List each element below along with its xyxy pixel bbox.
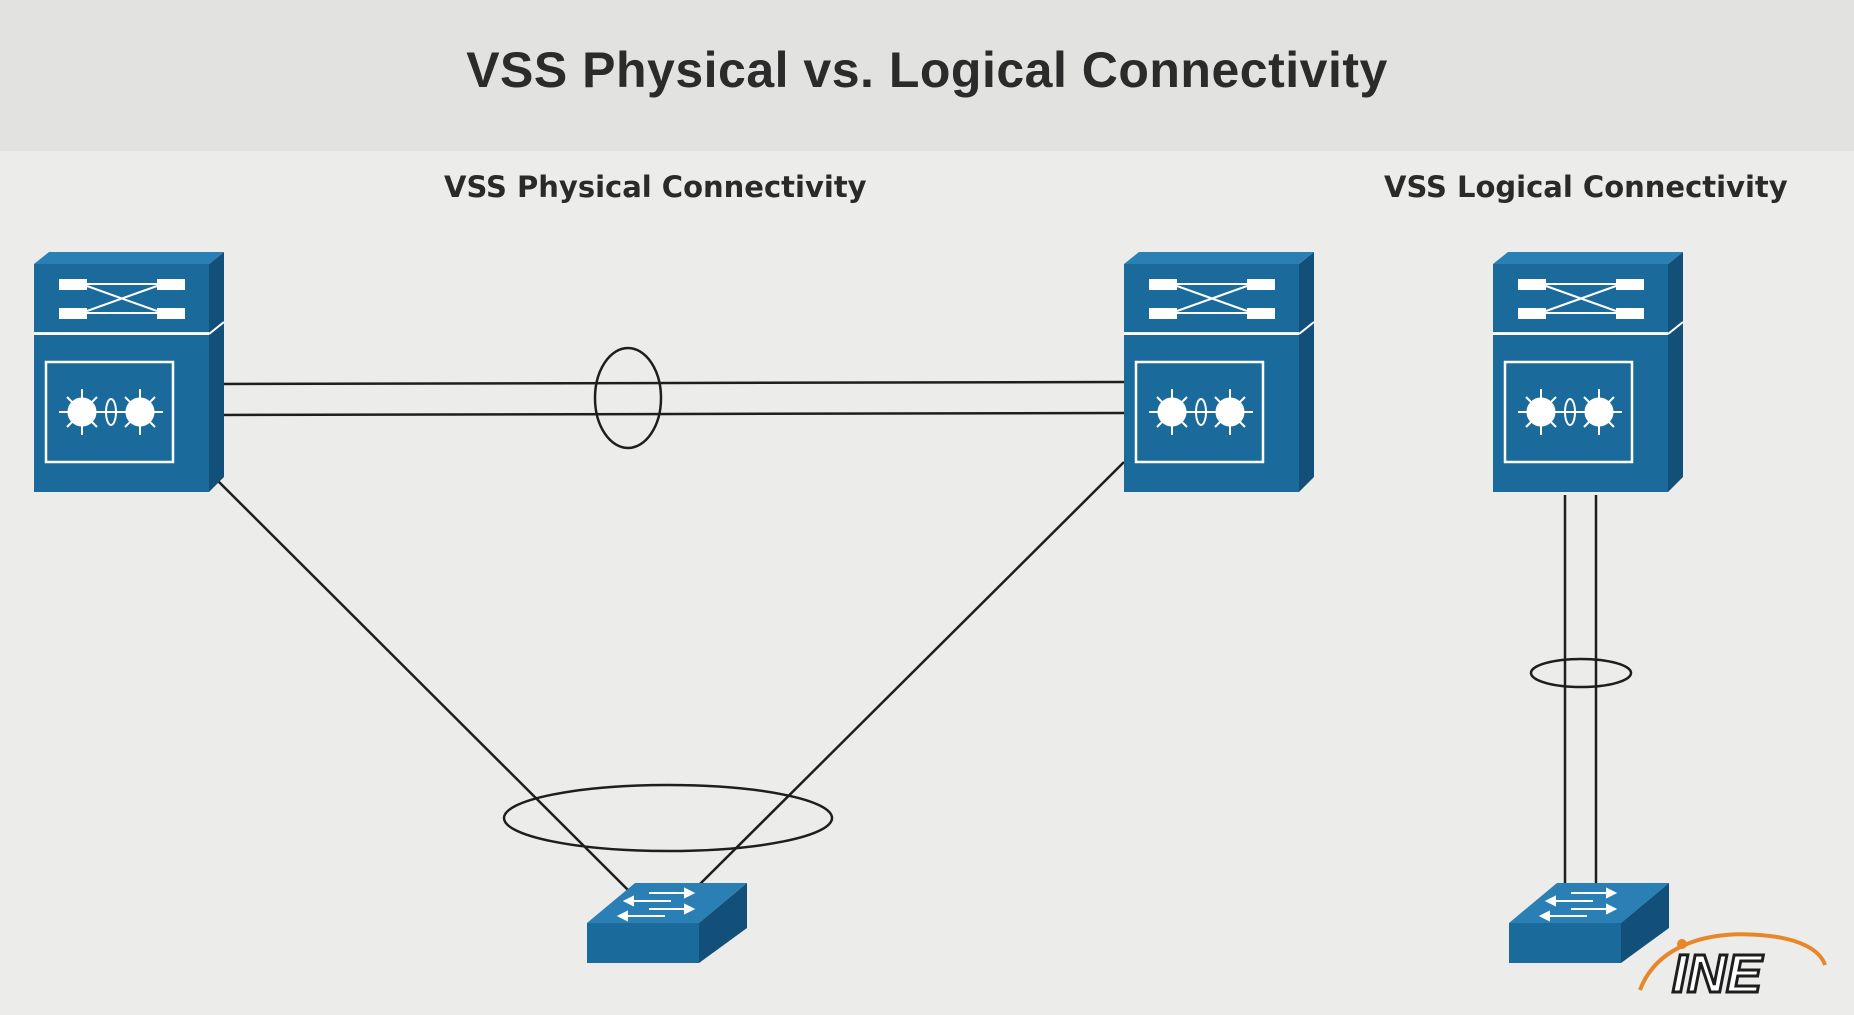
- vss-core-switch-icon-right: [1122, 250, 1316, 494]
- vss-core-switch-icon-logical: [1491, 250, 1685, 494]
- access-switch-icon-physical: [586, 882, 748, 964]
- uplink-left: [211, 474, 629, 891]
- vsl-link-2: [211, 411, 1125, 417]
- slide-title: VSS Physical vs. Logical Connectivity: [466, 41, 1388, 98]
- physical-connectivity-label: VSS Physical Connectivity: [444, 170, 867, 204]
- vsl-link-1: [211, 380, 1125, 386]
- title-bar: VSS Physical vs. Logical Connectivity: [0, 0, 1854, 151]
- access-switch-icon-logical: [1508, 882, 1670, 964]
- uplink-right: [697, 461, 1125, 887]
- vss-core-switch-icon-left: [32, 250, 226, 494]
- physical-links: [211, 380, 1125, 891]
- logical-connectivity-label: VSS Logical Connectivity: [1384, 170, 1788, 204]
- ine-logo: INE: [1638, 932, 1827, 1006]
- logical-links: [1563, 495, 1598, 886]
- mec-bundle-ring: [502, 783, 834, 853]
- vsl-bundle-ring: [593, 346, 663, 450]
- logical-bundle-ring: [1529, 657, 1633, 689]
- ine-logo-text: INE: [1672, 944, 1764, 1004]
